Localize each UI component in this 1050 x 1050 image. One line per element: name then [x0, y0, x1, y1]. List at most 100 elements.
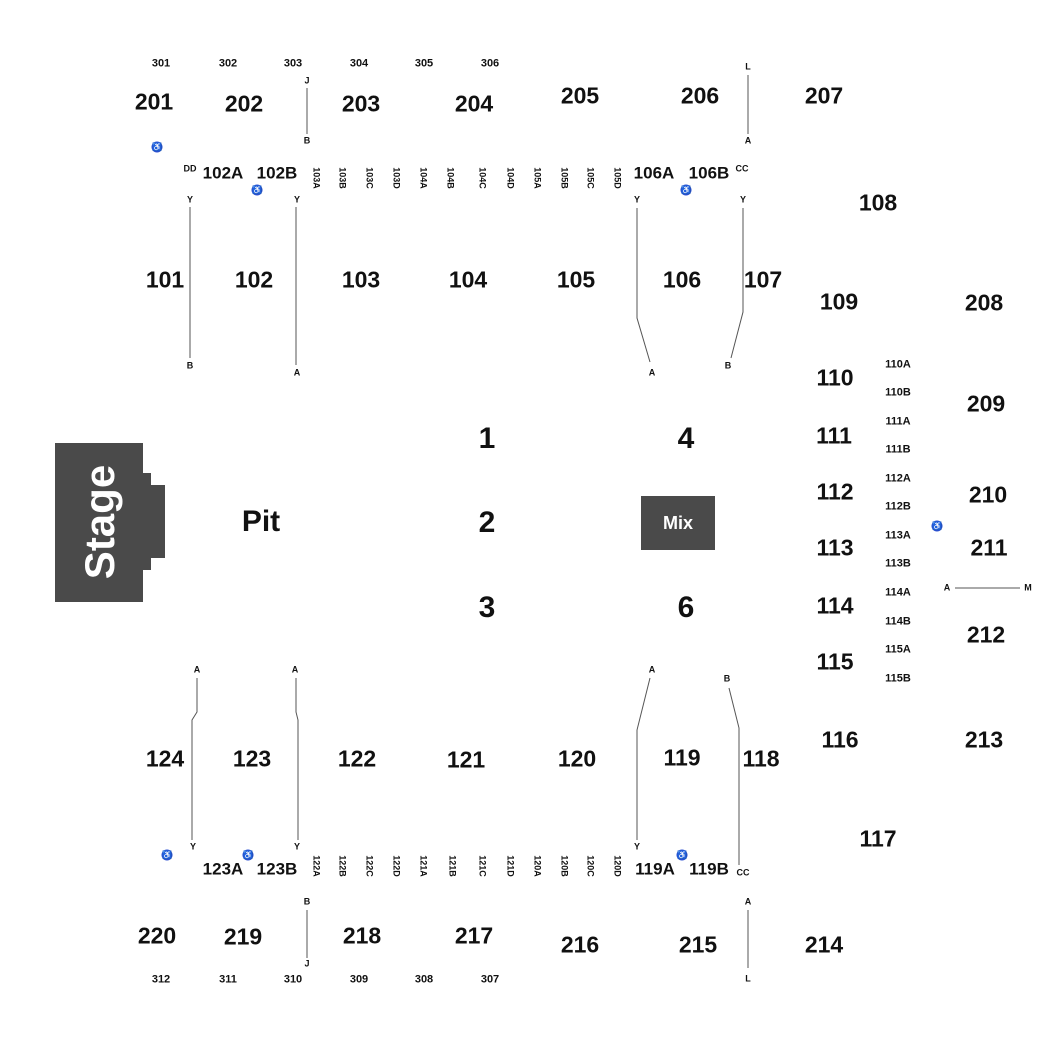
section-201[interactable]: 201: [134, 88, 174, 115]
section-119a[interactable]: 119A: [635, 859, 675, 879]
section-204[interactable]: 204: [454, 90, 494, 117]
section-114b[interactable]: 114B: [885, 615, 911, 628]
section-103c[interactable]: 103C: [364, 167, 375, 189]
section-123a[interactable]: 123A: [202, 859, 244, 879]
section-123[interactable]: 123: [232, 745, 272, 772]
section-115a[interactable]: 115A: [885, 643, 911, 656]
section-122b[interactable]: 122B: [337, 855, 348, 877]
section-102a[interactable]: 102A: [202, 163, 244, 183]
section-115[interactable]: 115: [816, 648, 854, 675]
section-105[interactable]: 105: [556, 266, 596, 293]
section-103d[interactable]: 103D: [391, 167, 402, 189]
section-202[interactable]: 202: [224, 90, 264, 117]
section-floor-4[interactable]: 4: [677, 422, 695, 455]
section-122c[interactable]: 122C: [364, 855, 375, 877]
section-212[interactable]: 212: [966, 621, 1006, 648]
section-220[interactable]: 220: [137, 922, 177, 949]
section-112b[interactable]: 112B: [885, 500, 911, 513]
section-120c[interactable]: 120C: [585, 855, 596, 877]
section-301[interactable]: 301: [151, 57, 171, 70]
section-104[interactable]: 104: [448, 266, 488, 293]
section-208[interactable]: 208: [964, 289, 1004, 316]
section-308[interactable]: 308: [414, 973, 434, 986]
section-121c[interactable]: 121C: [477, 855, 488, 877]
section-118[interactable]: 118: [742, 745, 780, 772]
section-108[interactable]: 108: [858, 189, 898, 216]
section-105b[interactable]: 105B: [559, 167, 570, 189]
section-119[interactable]: 119: [663, 744, 701, 771]
section-113b[interactable]: 113B: [885, 557, 911, 570]
section-107[interactable]: 107: [743, 266, 783, 293]
section-111[interactable]: 111: [816, 422, 852, 449]
section-floor-1[interactable]: 1: [478, 422, 496, 455]
section-110[interactable]: 110: [816, 364, 854, 391]
section-floor-6[interactable]: 6: [677, 591, 695, 624]
section-106b[interactable]: 106B: [688, 163, 730, 183]
section-215[interactable]: 215: [678, 931, 718, 958]
section-210[interactable]: 210: [968, 481, 1008, 508]
section-117[interactable]: 117: [859, 825, 897, 852]
section-305[interactable]: 305: [414, 57, 434, 70]
section-114[interactable]: 114: [816, 592, 854, 619]
section-floor-2[interactable]: 2: [478, 506, 496, 539]
section-216[interactable]: 216: [560, 931, 600, 958]
section-219[interactable]: 219: [223, 923, 263, 950]
section-207[interactable]: 207: [804, 82, 844, 109]
section-103[interactable]: 103: [341, 266, 381, 293]
section-115b[interactable]: 115B: [885, 672, 911, 685]
section-123b[interactable]: 123B: [256, 859, 298, 879]
section-120[interactable]: 120: [557, 745, 597, 772]
section-111b[interactable]: 111B: [885, 443, 911, 456]
section-120d[interactable]: 120D: [612, 855, 623, 877]
section-304[interactable]: 304: [349, 57, 369, 70]
section-105c[interactable]: 105C: [585, 167, 596, 189]
section-211[interactable]: 211: [970, 534, 1008, 561]
section-116[interactable]: 116: [821, 726, 859, 753]
section-312[interactable]: 312: [151, 973, 171, 986]
section-104d[interactable]: 104D: [505, 167, 516, 189]
section-106[interactable]: 106: [662, 266, 702, 293]
section-121a[interactable]: 121A: [418, 855, 429, 877]
section-119b[interactable]: 119B: [689, 859, 729, 879]
section-109[interactable]: 109: [819, 288, 859, 315]
section-110b[interactable]: 110B: [885, 386, 911, 399]
section-309[interactable]: 309: [349, 973, 369, 986]
section-214[interactable]: 214: [804, 931, 844, 958]
section-102b[interactable]: 102B: [256, 163, 298, 183]
section-122d[interactable]: 122D: [391, 855, 402, 877]
section-101[interactable]: 101: [145, 266, 185, 293]
section-112a[interactable]: 112A: [885, 472, 911, 485]
section-218[interactable]: 218: [342, 922, 382, 949]
section-104a[interactable]: 104A: [418, 167, 429, 189]
section-206[interactable]: 206: [680, 82, 720, 109]
section-102[interactable]: 102: [234, 266, 274, 293]
section-113[interactable]: 113: [816, 534, 854, 561]
section-112[interactable]: 112: [816, 478, 854, 505]
section-121b[interactable]: 121B: [447, 855, 458, 877]
section-121[interactable]: 121: [446, 746, 486, 773]
section-105d[interactable]: 105D: [612, 167, 623, 189]
section-124[interactable]: 124: [145, 745, 185, 772]
section-105a[interactable]: 105A: [532, 167, 543, 189]
section-303[interactable]: 303: [283, 57, 303, 70]
section-205[interactable]: 205: [560, 82, 600, 109]
section-106a[interactable]: 106A: [633, 163, 675, 183]
section-120a[interactable]: 120A: [532, 855, 543, 877]
section-104c[interactable]: 104C: [477, 167, 488, 189]
section-310[interactable]: 310: [283, 973, 303, 986]
section-122[interactable]: 122: [337, 745, 377, 772]
section-111a[interactable]: 111A: [885, 415, 911, 428]
section-pit[interactable]: Pit: [241, 505, 281, 538]
section-203[interactable]: 203: [341, 90, 381, 117]
section-217[interactable]: 217: [454, 922, 494, 949]
section-120b[interactable]: 120B: [559, 855, 570, 877]
section-103a[interactable]: 103A: [311, 167, 322, 189]
section-213[interactable]: 213: [964, 726, 1004, 753]
section-floor-3[interactable]: 3: [478, 591, 496, 624]
section-110a[interactable]: 110A: [885, 358, 911, 371]
section-114a[interactable]: 114A: [885, 586, 911, 599]
section-311[interactable]: 311: [219, 973, 237, 986]
section-302[interactable]: 302: [218, 57, 238, 70]
section-113a[interactable]: 113A: [885, 529, 911, 542]
section-103b[interactable]: 103B: [337, 167, 348, 189]
